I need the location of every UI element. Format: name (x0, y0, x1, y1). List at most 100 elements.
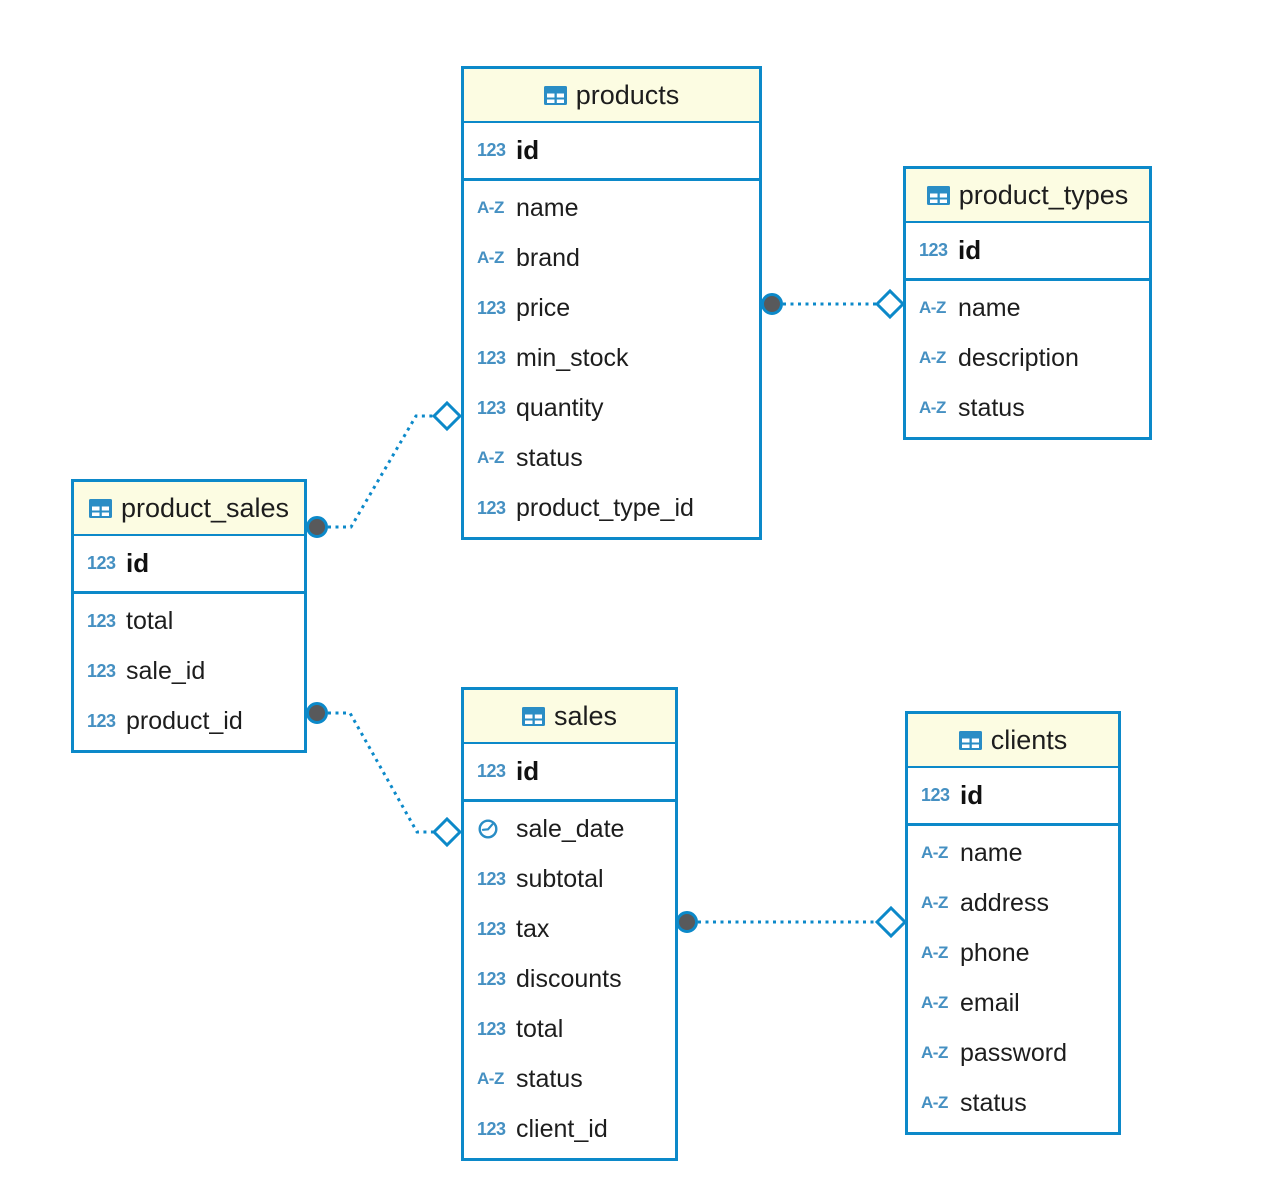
relationship-products-product_types[interactable] (761, 288, 906, 320)
column-name: client_id (516, 1114, 608, 1143)
string-type-icon: A-Z (921, 893, 948, 912)
column-name: name (516, 193, 579, 222)
column-name: id (958, 235, 982, 265)
table-title: product_sales (120, 492, 290, 523)
string-type-icon: A-Z (477, 248, 504, 267)
relationship-diamond-end (431, 400, 463, 432)
column-name: status (958, 393, 1025, 422)
column-row[interactable]: 123 tax (464, 904, 675, 954)
column-row-pk[interactable]: 123 id (74, 536, 304, 594)
relationship-line[interactable] (328, 711, 434, 834)
string-type-icon: A-Z (919, 398, 946, 417)
column-name: product_id (126, 706, 243, 735)
integer-type-icon: 123 (477, 918, 506, 939)
table-icon (543, 85, 567, 105)
string-type-icon: A-Z (921, 993, 948, 1012)
column-name: quantity (516, 393, 604, 422)
column-row[interactable]: 123 min_stock (464, 333, 759, 383)
string-type-icon: A-Z (921, 943, 948, 962)
column-row-pk[interactable]: 123 id (908, 768, 1118, 826)
column-row-pk[interactable]: 123 id (464, 123, 759, 181)
table-header[interactable]: products (464, 69, 759, 123)
table-title: sales (553, 700, 618, 731)
integer-type-icon: 123 (477, 140, 506, 160)
column-name: name (960, 838, 1023, 867)
integer-type-icon: 123 (477, 1118, 506, 1139)
table-header[interactable]: product_types (906, 169, 1149, 223)
column-name: address (960, 888, 1049, 917)
string-type-icon: A-Z (919, 348, 946, 367)
column-row[interactable]: 123 product_id (74, 696, 304, 746)
string-type-icon: A-Z (477, 198, 504, 217)
column-name: subtotal (516, 864, 604, 893)
table-header[interactable]: product_sales (74, 482, 304, 536)
column-row[interactable]: A-Z address (908, 878, 1118, 928)
integer-type-icon: 123 (477, 497, 506, 518)
string-type-icon: A-Z (477, 448, 504, 467)
table-title: products (575, 79, 680, 110)
column-row[interactable]: A-Z status (906, 383, 1149, 433)
relationship-product_sales-sales[interactable] (306, 702, 463, 848)
table-header[interactable]: clients (908, 714, 1118, 768)
relationship-circle-end (761, 293, 783, 315)
column-name: status (516, 1064, 583, 1093)
table-icon (926, 185, 950, 205)
integer-type-icon: 123 (87, 710, 116, 731)
integer-type-icon: 123 (477, 347, 506, 368)
column-name: phone (960, 938, 1030, 967)
string-type-icon: A-Z (477, 1069, 504, 1088)
relationship-circle-end (676, 911, 698, 933)
column-name: id (960, 780, 984, 810)
integer-type-icon: 123 (921, 785, 950, 805)
column-name: sale_id (126, 656, 206, 685)
column-row[interactable]: A-Z phone (908, 928, 1118, 978)
integer-type-icon: 123 (87, 553, 116, 573)
column-row-pk[interactable]: 123 id (464, 744, 675, 802)
column-row[interactable]: sale_date (464, 804, 675, 854)
relationship-diamond-end (431, 816, 463, 848)
relationship-line[interactable] (328, 414, 434, 529)
integer-type-icon: 123 (87, 660, 116, 681)
column-row[interactable]: A-Z status (464, 1054, 675, 1104)
column-name: total (126, 606, 174, 635)
relationship-sales-clients[interactable] (676, 905, 908, 939)
string-type-icon: A-Z (921, 1043, 948, 1062)
column-row[interactable]: 123 sale_id (74, 646, 304, 696)
table-header[interactable]: sales (464, 690, 675, 744)
column-row-pk[interactable]: 123 id (906, 223, 1149, 281)
string-type-icon: A-Z (919, 298, 946, 317)
relationship-diamond-end (874, 905, 908, 939)
relationship-product_sales-products[interactable] (306, 400, 463, 538)
column-name: min_stock (516, 343, 629, 372)
integer-type-icon: 123 (477, 1018, 506, 1039)
relationship-circle-end (306, 516, 328, 538)
column-name: status (960, 1088, 1027, 1117)
column-row[interactable]: A-Z name (464, 183, 759, 233)
column-row[interactable]: 123 client_id (464, 1104, 675, 1154)
column-name: tax (516, 914, 550, 943)
integer-type-icon: 123 (477, 761, 506, 781)
